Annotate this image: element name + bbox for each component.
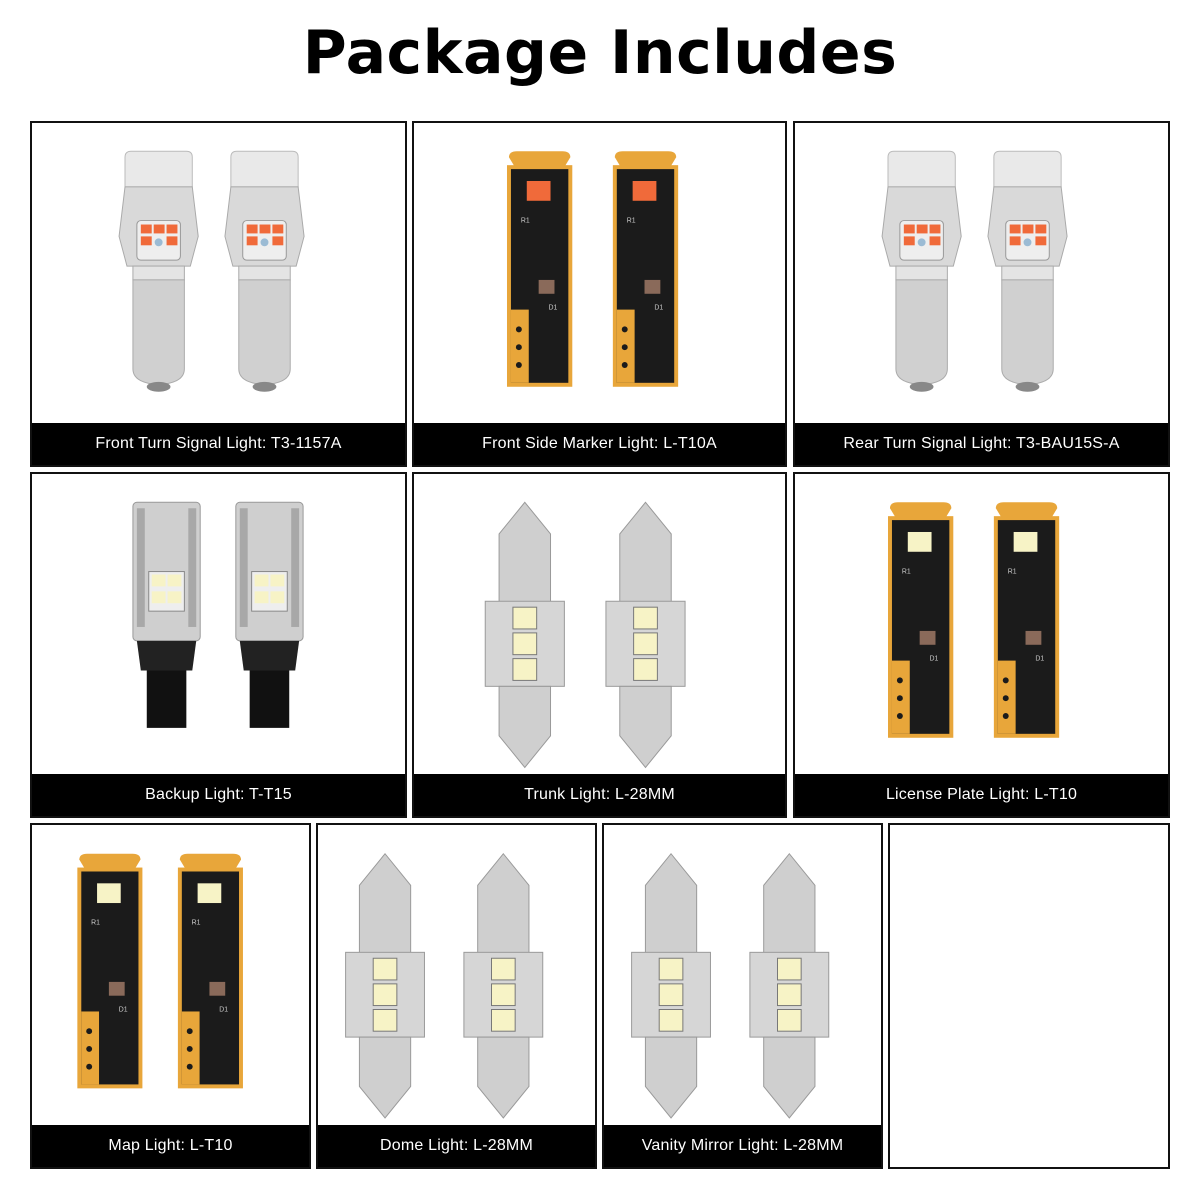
product-tile-rear-turn: Rear Turn Signal Light: T3-BAU15S-A bbox=[793, 121, 1170, 467]
festoon-bulb-white-icon bbox=[318, 825, 595, 1125]
svg-text:R1: R1 bbox=[192, 920, 201, 927]
product-tile-front-turn: Front Turn Signal Light: T3-1157A bbox=[30, 121, 407, 467]
svg-text:D1: D1 bbox=[654, 305, 663, 312]
svg-text:D1: D1 bbox=[1035, 656, 1044, 663]
svg-text:R1: R1 bbox=[627, 218, 636, 225]
product-tile-backup: Backup Light: T-T15 bbox=[30, 472, 407, 818]
tile-caption: Dome Light: L-28MM bbox=[318, 1125, 595, 1167]
tile-caption: Backup Light: T-T15 bbox=[32, 774, 405, 816]
product-tile-dome: Dome Light: L-28MM bbox=[316, 823, 597, 1169]
page-title: Package Includes bbox=[302, 18, 898, 88]
tile-caption: Rear Turn Signal Light: T3-BAU15S-A bbox=[795, 423, 1168, 465]
svg-text:D1: D1 bbox=[219, 1006, 228, 1013]
ba-bulb-amber-icon bbox=[32, 123, 405, 423]
svg-text:R1: R1 bbox=[902, 569, 911, 576]
product-tile-vanity-mirror: Vanity Mirror Light: L-28MM bbox=[602, 823, 883, 1169]
svg-text:D1: D1 bbox=[119, 1006, 128, 1013]
svg-text:R1: R1 bbox=[91, 920, 100, 927]
svg-text:R1: R1 bbox=[521, 218, 530, 225]
tile-caption: Map Light: L-T10 bbox=[32, 1125, 309, 1167]
tile-caption: Front Turn Signal Light: T3-1157A bbox=[32, 423, 405, 465]
empty-tile bbox=[888, 823, 1170, 1169]
festoon-bulb-white-icon bbox=[414, 474, 785, 774]
svg-text:D1: D1 bbox=[930, 656, 939, 663]
tile-caption: Trunk Light: L-28MM bbox=[414, 774, 785, 816]
tile-caption: Front Side Marker Light: L-T10A bbox=[414, 423, 785, 465]
product-tile-trunk: Trunk Light: L-28MM bbox=[412, 472, 787, 818]
svg-text:R1: R1 bbox=[1008, 569, 1017, 576]
ba-bulb-amber-icon bbox=[795, 123, 1168, 423]
t15-wedge-bulb-white-icon bbox=[32, 474, 405, 774]
festoon-bulb-white-icon bbox=[604, 825, 881, 1125]
tile-caption: License Plate Light: L-T10 bbox=[795, 774, 1168, 816]
tile-caption: Vanity Mirror Light: L-28MM bbox=[604, 1125, 881, 1167]
svg-text:D1: D1 bbox=[549, 305, 558, 312]
